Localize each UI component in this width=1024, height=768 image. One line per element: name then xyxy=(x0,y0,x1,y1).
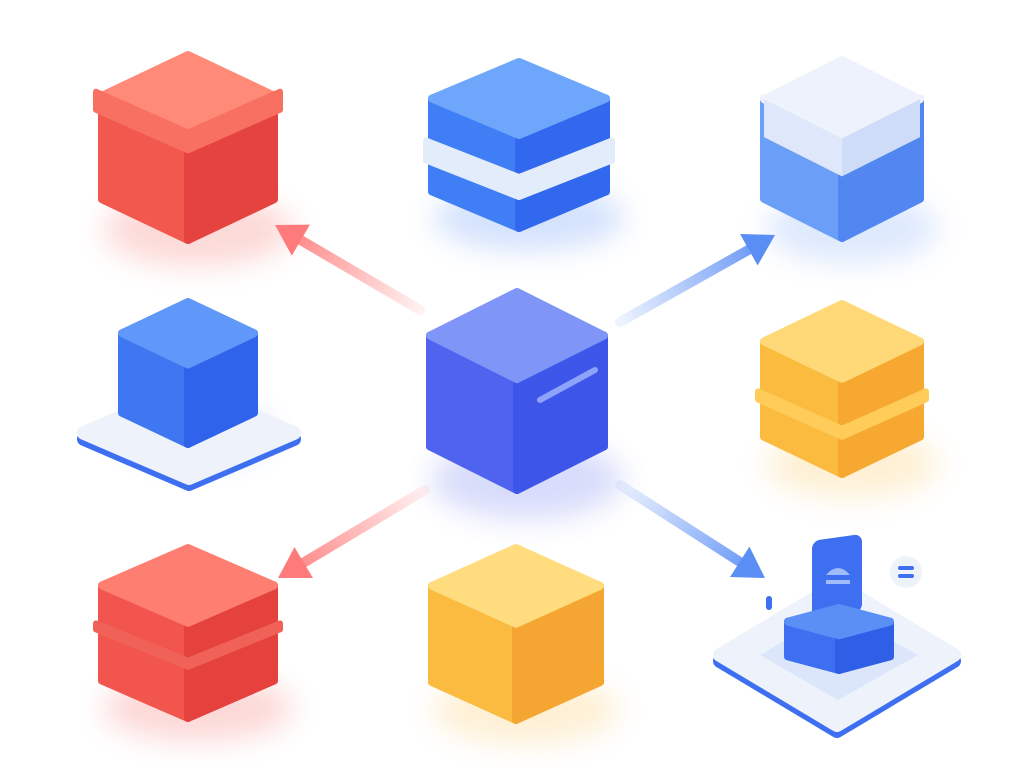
arrow-to-bottom-right xyxy=(615,480,765,578)
blue-cube-on-platform xyxy=(118,298,258,448)
top-face xyxy=(428,544,604,628)
menu-line xyxy=(898,574,914,578)
arrow-head xyxy=(275,224,310,256)
top-face xyxy=(426,288,608,384)
menu-badge xyxy=(890,556,922,588)
blue-block-top-center xyxy=(423,58,615,232)
yellow-block-bottom-center xyxy=(428,544,604,724)
top-face xyxy=(428,58,610,140)
red-box-top-left xyxy=(93,51,283,244)
device-screen xyxy=(812,534,862,618)
arrow-to-top-right xyxy=(615,233,775,327)
arrow-shaft xyxy=(298,485,430,568)
band xyxy=(93,620,283,670)
band xyxy=(755,388,929,440)
arrow-head xyxy=(730,546,765,578)
lid-left xyxy=(764,99,842,177)
center-cube xyxy=(426,288,608,494)
arrow-shaft xyxy=(615,244,754,327)
top-face xyxy=(118,298,258,369)
arrow-head xyxy=(740,233,775,266)
band xyxy=(93,88,283,154)
blue-block-top-right xyxy=(760,56,924,242)
arrow-shaft xyxy=(615,480,745,567)
band xyxy=(423,137,615,201)
lid-right xyxy=(842,99,920,177)
lid-top xyxy=(764,60,920,139)
menu-line xyxy=(898,566,914,570)
arrow-shaft xyxy=(295,235,425,315)
arrows xyxy=(275,224,775,579)
screen-line xyxy=(826,580,850,584)
arrow-to-bottom-left xyxy=(278,485,430,579)
blocks xyxy=(77,51,961,738)
platform-post xyxy=(766,596,772,610)
arrow-head xyxy=(278,547,313,579)
device-on-platform-block xyxy=(784,604,894,674)
top-face xyxy=(784,604,894,640)
top-face xyxy=(98,544,278,627)
top-face xyxy=(760,300,924,383)
yellow-block-mid-right xyxy=(755,300,929,478)
arrow-to-top-left xyxy=(275,224,425,315)
highlight xyxy=(537,367,598,403)
cloud-icon xyxy=(826,568,850,575)
red-box-bottom-left xyxy=(93,544,283,722)
